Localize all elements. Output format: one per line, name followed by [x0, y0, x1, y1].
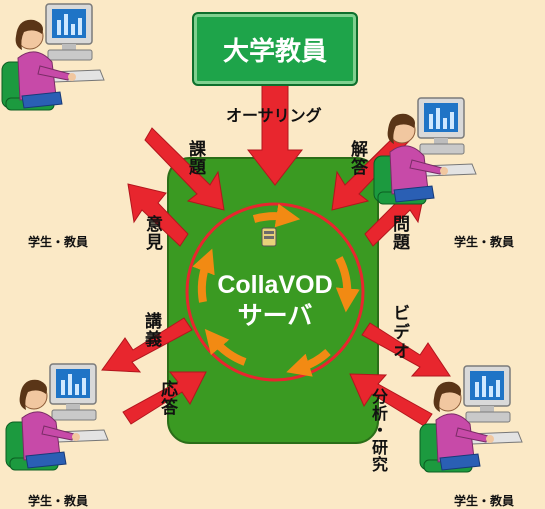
- cycle-arrow-bottom-right: [286, 348, 331, 377]
- lecture-arrow: [101, 317, 193, 373]
- opinion-arrow: [127, 183, 189, 247]
- label-assignment: 課題: [185, 140, 205, 176]
- response-arrow: [122, 371, 207, 425]
- cycle-arrow-bottom-left: [204, 328, 247, 366]
- label-analysis: 分析・研究: [369, 388, 388, 473]
- label-video: ビデオ: [389, 304, 409, 361]
- label-response: 応答: [157, 380, 177, 416]
- label-question: 問題: [389, 215, 409, 251]
- label-lecture: 講義: [141, 312, 161, 348]
- server-subtitle: サーバ: [237, 302, 313, 330]
- server-title: CollaVOD サーバ: [190, 270, 360, 332]
- server-icon: [261, 227, 277, 247]
- caption-top-right: 学生・教員: [454, 235, 515, 249]
- analysis-arrow: [349, 373, 433, 427]
- cycle-arrow-right: [335, 256, 360, 313]
- person-bottom-left: [5, 363, 109, 471]
- cycle-arrow-left: [192, 248, 215, 303]
- label-authoring: オーサリング: [226, 106, 322, 125]
- caption-bottom-left: 学生・教員: [28, 494, 89, 508]
- assignment-arrow: [144, 127, 225, 211]
- faculty-box: 大学教員: [192, 12, 358, 86]
- server-name: CollaVOD: [217, 271, 333, 299]
- label-opinion: 意見: [142, 215, 162, 251]
- label-answer: 解答: [347, 140, 367, 176]
- caption-top-left: 学生・教員: [28, 235, 89, 249]
- person-bottom-right: [419, 365, 523, 473]
- authoring-arrow: [246, 84, 304, 186]
- caption-bottom-right: 学生・教員: [454, 494, 515, 508]
- video-arrow: [361, 322, 451, 377]
- cycle-arrow-top: [252, 203, 301, 228]
